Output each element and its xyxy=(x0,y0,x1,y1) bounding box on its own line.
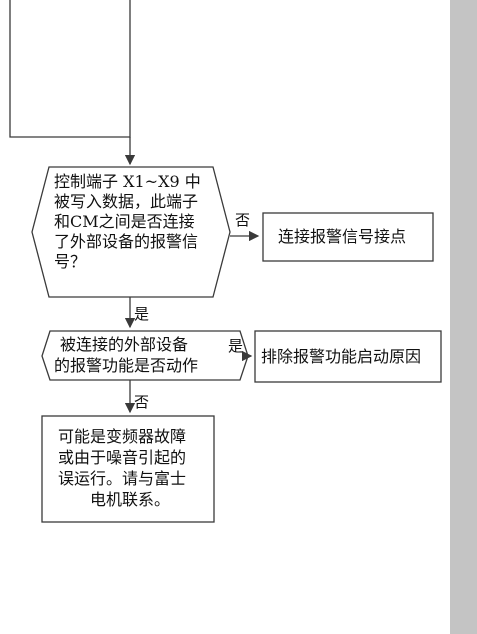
result-line-3: 误运行。请与富士 xyxy=(58,469,187,488)
label-yes-2: 是 xyxy=(228,337,244,355)
label-yes-1: 是 xyxy=(134,305,150,323)
result-line-1: 可能是变频器故障 xyxy=(58,427,187,446)
decision1-line-3: 和CM之间是否连接 xyxy=(54,212,195,231)
decision1-line-1: 控制端子 X1~X9 中 xyxy=(54,172,201,191)
action1-box xyxy=(262,212,434,262)
result-line-2: 或由于噪音引起的 xyxy=(58,448,187,467)
decision1-line-2: 被写入数据，此端子 xyxy=(54,192,199,211)
label-no-1: 否 xyxy=(235,211,251,229)
action2-box xyxy=(254,330,442,383)
decision2-shape xyxy=(41,330,249,381)
result-line-4: 电机联系。 xyxy=(90,490,171,509)
decision1-line-4: 了外部设备的报警信 xyxy=(54,232,199,251)
scrollbar-thumb[interactable] xyxy=(450,0,477,634)
decision1-shape xyxy=(31,166,231,298)
action2-text: 排除报警功能启动原因 xyxy=(261,347,422,366)
action1-text: 连接报警信号接点 xyxy=(278,227,407,246)
decision1-line-5: 号？ xyxy=(54,252,87,271)
upstream-process-box xyxy=(9,0,131,138)
label-no-2: 否 xyxy=(134,393,150,411)
decision2-line-1: 被连接的外部设备 xyxy=(60,335,189,354)
decision2-line-2: 的报警功能是否动作 xyxy=(54,356,199,375)
result-box xyxy=(41,415,215,523)
